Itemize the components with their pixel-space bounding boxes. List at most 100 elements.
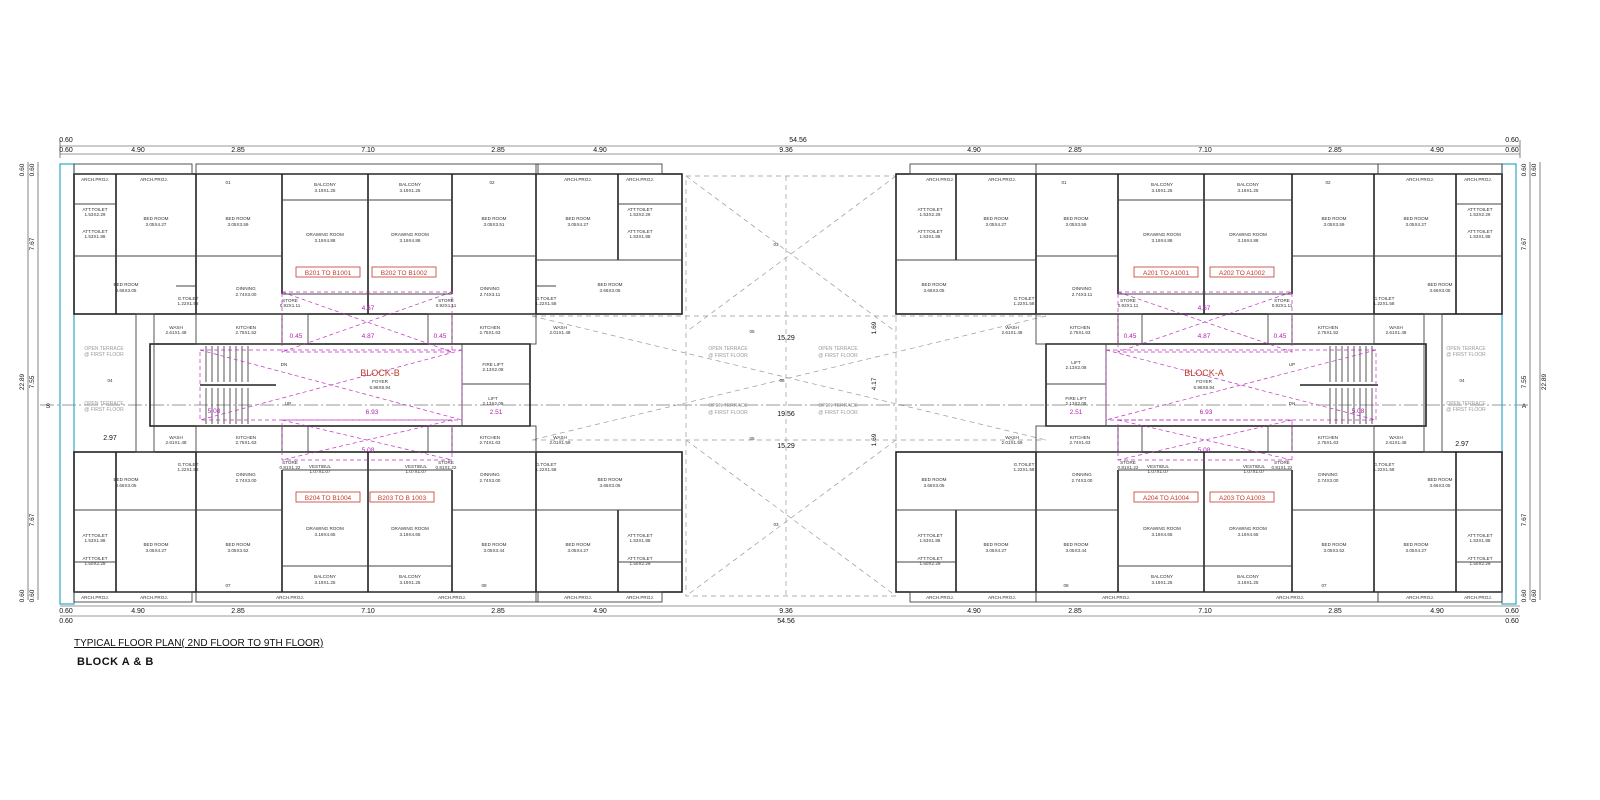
arch-proj-label: ARCH.PROJ. [1406,177,1434,182]
room-label: STORE [282,298,298,303]
flat-label-box [1133,491,1199,503]
room-size: 3.05X3.59 [1066,222,1087,227]
dim-text: 9.36 [779,147,793,154]
terrace-label: @ FIRST FLOOR [1446,352,1486,358]
arch-proj-label: ARCH.PROJ. [1464,595,1492,600]
room-label: BED ROOM [1321,542,1346,547]
room-label: ATT.TOILET [1467,229,1492,234]
room-label: BED ROOM [565,216,590,221]
room-label: KITCHEN [480,325,500,330]
room-size: 3.19X4.88 [315,238,336,243]
room-label: ATT.TOILET [1467,533,1492,538]
room-size: 1.53X2.29 [630,212,651,217]
dim-text: 4.90 [593,147,607,154]
flat-label-box [1133,266,1199,278]
terrace-label: OPEN TERRACE [708,346,748,352]
room-size: 2.75X1.52 [236,330,257,335]
dim-text: 4.90 [967,608,981,615]
room-label: G.TOILET [1014,296,1035,301]
flat-label-box [371,266,437,278]
dim-text: 0.60 [1531,589,1538,602]
lobby-dim: 5.08 [1352,408,1365,415]
room-label: DRAWING ROOM [1143,232,1181,237]
dim-text: 7.10 [361,608,375,615]
top-dimensions: 0.60 54.56 0.60 0.60 4.90 2.85 7.10 2.85… [59,137,1521,158]
lobby-dim: 4.87 [362,333,375,340]
flat-label-a2: A202 TO A1002 [1219,270,1265,277]
room-label: STORE [282,460,298,465]
room-size: 3.05X4.27 [986,548,1007,553]
room-label: ATT.TOILET [917,207,942,212]
stair-a [1300,346,1378,424]
room-size: 2.74X3.00 [236,292,257,297]
room-label: WASH [169,435,183,440]
room-size: 6.96X8.94 [370,385,391,390]
room-size: 0.81X1.22 [1118,465,1139,470]
bottom-dimensions: 0.60 4.90 2.85 7.10 2.85 4.90 9.36 4.90 … [59,605,1520,625]
room-size: 3.05X3.59 [228,222,249,227]
block-b: B201 TO B1001 B202 TO B1002 B204 TO B100… [59,163,683,605]
room-size: 2.74X3.00 [236,478,257,483]
room-size: 2.74X3.00 [1072,478,1093,483]
room-label: BED ROOM [225,542,250,547]
room-size: 6.96X8.94 [1194,385,1215,390]
room-size: 3.66X3.05 [1430,288,1451,293]
flat-label-box [295,491,361,503]
balcony-code: 01 [1061,180,1067,185]
lobby-dim: 0.45 [1124,333,1137,340]
room-label: VESTIBUL [1243,464,1266,469]
room-label: BED ROOM [921,282,946,287]
dim-text: 0.60 [1531,163,1538,176]
balcony-code: 07 [1321,583,1327,588]
arch-proj-label: ARCH.PROJ. [1406,595,1434,600]
terrace-label: OPEN TERRACE [84,346,124,352]
room-label: DRAWING ROOM [306,232,344,237]
room-label: ATT.TOILET [82,556,107,561]
lobby-dim: 6.93 [1200,409,1213,416]
room-label: WASH [553,325,567,330]
room-size: 3.05X4.27 [146,222,167,227]
room-label: BED ROOM [143,216,168,221]
room-label: BALCONY [314,182,336,187]
room-label: DRAWING ROOM [1143,526,1181,531]
dim-text: 2.97 [103,435,117,442]
room-label: BALCONY [1237,182,1259,187]
dim-text: 0.60 [59,147,73,154]
room-size: 3.05X3.44 [1066,548,1087,553]
room-size: 1.22X1.58 [536,467,557,472]
room-label: STORE [1120,298,1136,303]
lobby-dim: 2.51 [1070,409,1083,416]
dim-text: 4.90 [131,608,145,615]
arch-proj-label: ARCH.PROJ. [140,177,168,182]
room-size: 1.22X1.58 [1014,301,1035,306]
room-label: BED ROOM [597,282,622,287]
room-size: 1.07X1.07 [1244,469,1265,474]
room-size: 3.05X4.27 [146,548,167,553]
room-label: BED ROOM [1063,542,1088,547]
dim-text: 7.55 [29,375,36,388]
room-size: 3.66X3.05 [924,288,945,293]
room-label: BED ROOM [1403,542,1428,547]
flat-label-a1: A201 TO A1001 [1143,270,1189,277]
room-label: KITCHEN [236,435,256,440]
room-label: KITCHEN [1318,435,1338,440]
dim-text: 7.67 [1521,513,1528,526]
arch-proj-label: ARCH.PROJ. [1464,177,1492,182]
room-size: 0.92X1.11 [1118,303,1139,308]
arch-proj-label: ARCH.PROJ. [81,595,109,600]
room-size: 3.05X3.51 [484,222,505,227]
room-label: FOYER [372,379,389,384]
room-label: G.TOILET [178,462,199,467]
drawing-subtitle: BLOCK A & B [77,656,154,668]
dim-text: 4.90 [131,147,145,154]
room-size: 1.53X2.29 [1470,212,1491,217]
room-label: ATT.TOILET [917,229,942,234]
balcony-code: 07 [225,583,231,588]
room-label: WASH [1389,325,1403,330]
dim-text: 2.85 [231,608,245,615]
flat-label-a3: A204 TO A1004 [1143,495,1189,502]
room-label: STORE [1120,460,1136,465]
room-size: 3.19X1.25 [315,188,336,193]
room-label: ATT.TOILET [82,207,107,212]
room-label: ATT.TOILET [917,556,942,561]
